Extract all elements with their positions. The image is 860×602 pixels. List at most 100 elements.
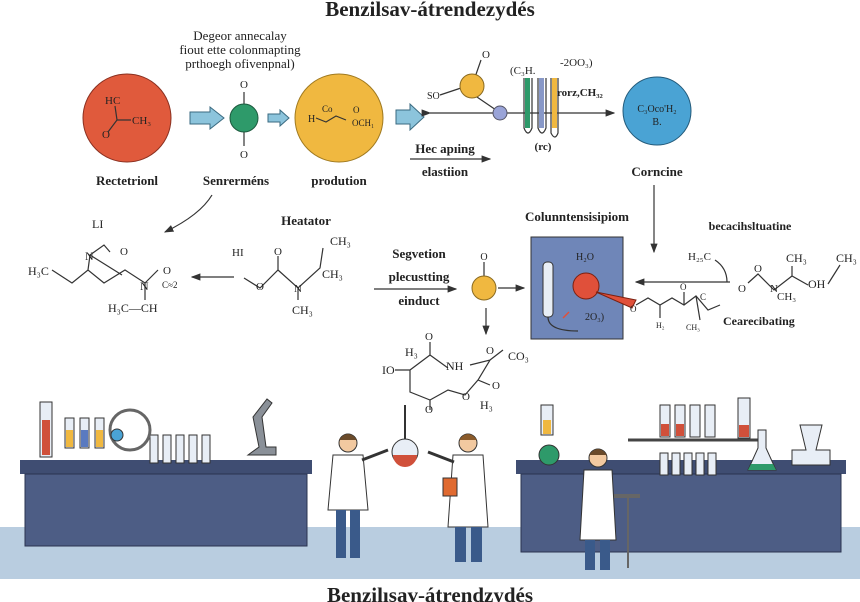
atom-label: O — [120, 246, 128, 258]
atom-label: O — [492, 380, 500, 392]
flask — [391, 405, 419, 467]
reactant-formula: HC — [105, 95, 120, 107]
intermediate-label: Senrerméns — [203, 173, 269, 188]
chain-molecule: O O H₂ CH₃ C Cearecibating — [630, 282, 795, 332]
top-note-line-2: fiout ette colonmapting — [179, 42, 301, 57]
product-label: prodution — [311, 173, 367, 188]
arrow-right-icon — [189, 105, 225, 131]
product-formula: OCH₁ — [352, 118, 374, 128]
right-molecule-label: becacihsltuatine — [709, 219, 792, 233]
column-box: Colunntensisipiom H₂O 2O₃) — [525, 209, 637, 340]
product-node: H Co O OCH₁ prodution — [294, 73, 384, 188]
right-bench — [520, 473, 842, 553]
left-bench — [24, 473, 308, 547]
tube-label: (rc) — [535, 141, 552, 153]
separation-node: O — [471, 252, 526, 336]
atom-label: N — [770, 283, 778, 295]
test-tubes: (C₃H. -2OO₃) rorz,CH₃₂ (rc) — [510, 57, 603, 153]
reactant-node: HC CH₃ O Rectetrionl — [82, 73, 172, 188]
atom-label: CH₃ — [292, 303, 313, 317]
atom-label: CO₃ — [508, 349, 529, 363]
corncine-formula: C₃Oco'H₂ — [637, 104, 676, 115]
chain-label: Cearecibating — [723, 314, 795, 328]
atom-label: O — [256, 281, 264, 293]
arrow-right-icon — [395, 102, 425, 132]
right-molecule: becacihsltuatine H₂₅C O O N CH₃ CH₃ CH₃ … — [634, 219, 857, 303]
atom-label: H₃ — [405, 345, 418, 359]
atom-label: H₂ — [656, 321, 665, 330]
corncine-label: Corncine — [631, 164, 683, 179]
atom-label: CH₃ — [777, 291, 796, 303]
reactant-formula: CH₃ — [132, 115, 151, 127]
product-formula: H — [308, 114, 315, 125]
footer-title: Benzilısav-átrendzydés — [327, 583, 533, 602]
atom-label: LI — [92, 217, 103, 231]
atom-label: O — [163, 265, 171, 277]
column-value: 2O₃) — [585, 312, 604, 323]
atom-label: H₃C — [28, 264, 49, 278]
atom-label: H₂₅C — [688, 251, 711, 263]
atom-label: NH — [446, 359, 464, 373]
atom-label: O — [425, 404, 433, 416]
atom-label: SO — [427, 91, 440, 102]
atom-label: CH₃ — [786, 251, 807, 265]
lab-scene — [0, 397, 860, 579]
atom-label: O — [754, 263, 762, 275]
atom-label: IO — [382, 363, 395, 377]
atom-label: O — [425, 331, 433, 343]
atom-label: O — [274, 246, 282, 258]
tube-label: rorz,CH₃₂ — [557, 87, 603, 99]
reactant-formula: O — [102, 129, 110, 141]
atom-label: CH₃ — [836, 251, 857, 265]
left-molecule: LI N O O H₃C N C≈2 H₃C—CH — [28, 217, 177, 315]
scientist-bench — [579, 448, 640, 570]
atom-label: C≈2 — [162, 280, 177, 290]
atom-label: O — [738, 283, 746, 295]
atom-label: H₃ — [480, 398, 493, 412]
ring-molecule: O H₃ NH O CO₃ IO O O O H₃ — [382, 331, 529, 416]
top-note-line-3: prthoegh ofivenpnal) — [185, 56, 294, 71]
so-group: SO O — [421, 49, 616, 121]
atom-label: O — [480, 252, 487, 263]
tube-label: -2OO₃) — [560, 57, 593, 69]
atom-label: N — [140, 279, 149, 293]
heatator-label: Heatator — [281, 213, 331, 228]
separation-label: plecustting — [389, 269, 450, 284]
atom-label: O — [240, 79, 248, 91]
product-formula: Co — [322, 104, 333, 114]
atom-label: HI — [232, 247, 244, 259]
atom-label: O — [486, 345, 494, 357]
arrow-right-icon — [267, 108, 290, 128]
microscope-icon — [246, 398, 277, 456]
column-label: Colunntensisipiom — [525, 209, 629, 224]
atom-label: O — [680, 282, 687, 292]
page-title: Benzilsav-átrendezydés — [325, 0, 535, 21]
atom-label: O — [462, 391, 470, 403]
heating-label: Hec apıing — [415, 141, 475, 156]
atom-label: OH — [808, 277, 826, 291]
corncine-node: C₃Oco'H₂ B. Corncine — [622, 76, 692, 254]
atom-label: CH₃ — [322, 267, 343, 281]
separation-label: einduct — [398, 293, 440, 308]
atom-label: CH₃ — [330, 234, 351, 248]
scientist-right — [427, 433, 489, 562]
corncine-formula: B. — [652, 117, 661, 128]
product-formula: O — [353, 105, 360, 115]
curved-arrow — [163, 194, 213, 233]
atom-label: H₃C—CH — [108, 301, 158, 315]
reactant-label: Rectetrionl — [96, 173, 158, 188]
atom-label: N — [294, 283, 302, 295]
tube-label: (C₃H. — [510, 65, 536, 77]
heatator-molecule: Heatator HI O O N CH₃ CH₃ CH₃ — [232, 213, 351, 317]
atom-label: CH₃ — [686, 323, 700, 332]
atom-label: C — [700, 292, 706, 302]
atom-label: O — [630, 304, 637, 314]
atom-label: H₂O — [576, 252, 594, 263]
scientist-left — [327, 433, 389, 558]
atom-label: O — [482, 49, 490, 61]
heating-label: elastiion — [422, 164, 469, 179]
intermediate-node: O O Senrerméns — [203, 79, 269, 188]
atom-label: O — [240, 149, 248, 161]
